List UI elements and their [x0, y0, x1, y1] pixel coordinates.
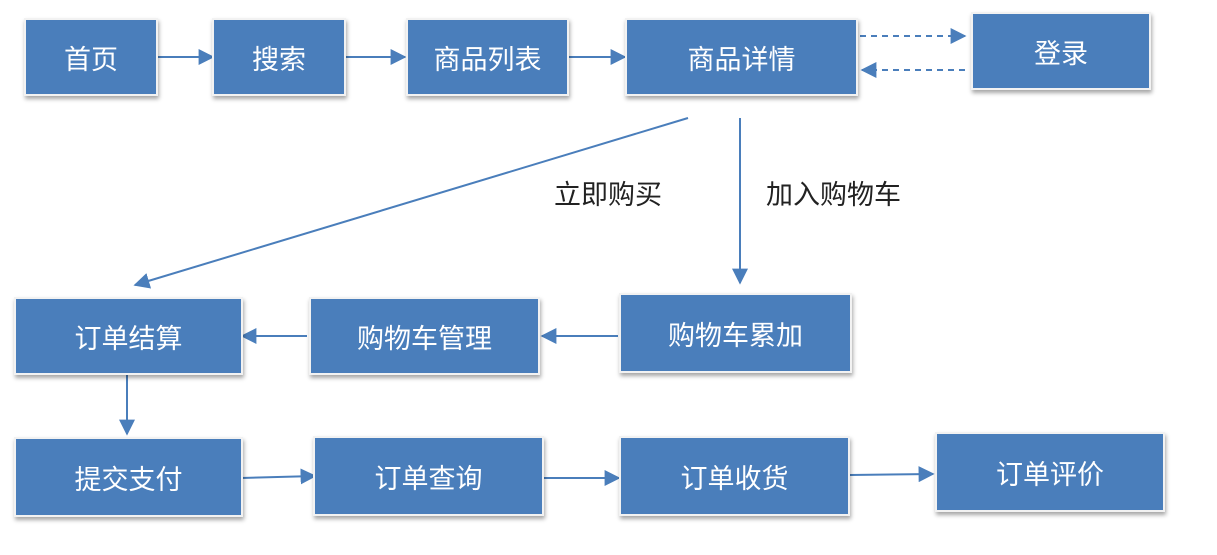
edge-payment-query — [240, 468, 317, 485]
node-home: 首页 — [24, 18, 158, 96]
node-product-detail: 商品详情 — [625, 18, 858, 96]
node-cart-add: 购物车累加 — [619, 293, 852, 373]
edge-buy-now — [133, 117, 689, 289]
node-order-checkout: 订单结算 — [14, 297, 243, 375]
node-order-query: 订单查询 — [313, 436, 544, 516]
node-cart-manage: 购物车管理 — [309, 297, 540, 375]
node-order-receive: 订单收货 — [619, 436, 850, 516]
edge-label-add-to-cart: 加入购物车 — [766, 180, 901, 211]
edge-receive-review — [849, 466, 935, 483]
node-login: 登录 — [971, 12, 1151, 90]
node-product-list: 商品列表 — [406, 18, 569, 96]
edge-label-buy-now: 立即购买 — [554, 180, 662, 211]
node-search: 搜索 — [212, 18, 346, 96]
node-payment: 提交支付 — [14, 437, 243, 517]
node-order-review: 订单评价 — [935, 432, 1165, 512]
